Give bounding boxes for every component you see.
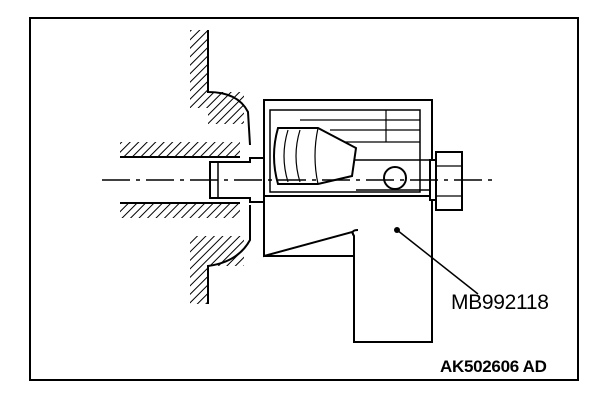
piston-facets	[283, 127, 319, 185]
figure-code-label: AK502606 AD	[440, 357, 547, 376]
housing-hatch-upper	[190, 30, 208, 108]
bolt-head	[435, 151, 463, 211]
tool-body-lower	[264, 195, 432, 257]
part-number-label: MB992118	[451, 291, 549, 314]
figure-frame	[29, 17, 579, 381]
housing-hatch-shoulder	[208, 92, 244, 124]
housing-hatch-lower	[190, 236, 208, 304]
housing-wall-outline	[207, 30, 251, 304]
thread-hatch-upper	[120, 142, 240, 156]
ball-seat	[354, 159, 430, 191]
leader-line	[396, 229, 479, 295]
thread-hatch-lower	[120, 204, 240, 218]
check-ball	[383, 166, 407, 190]
